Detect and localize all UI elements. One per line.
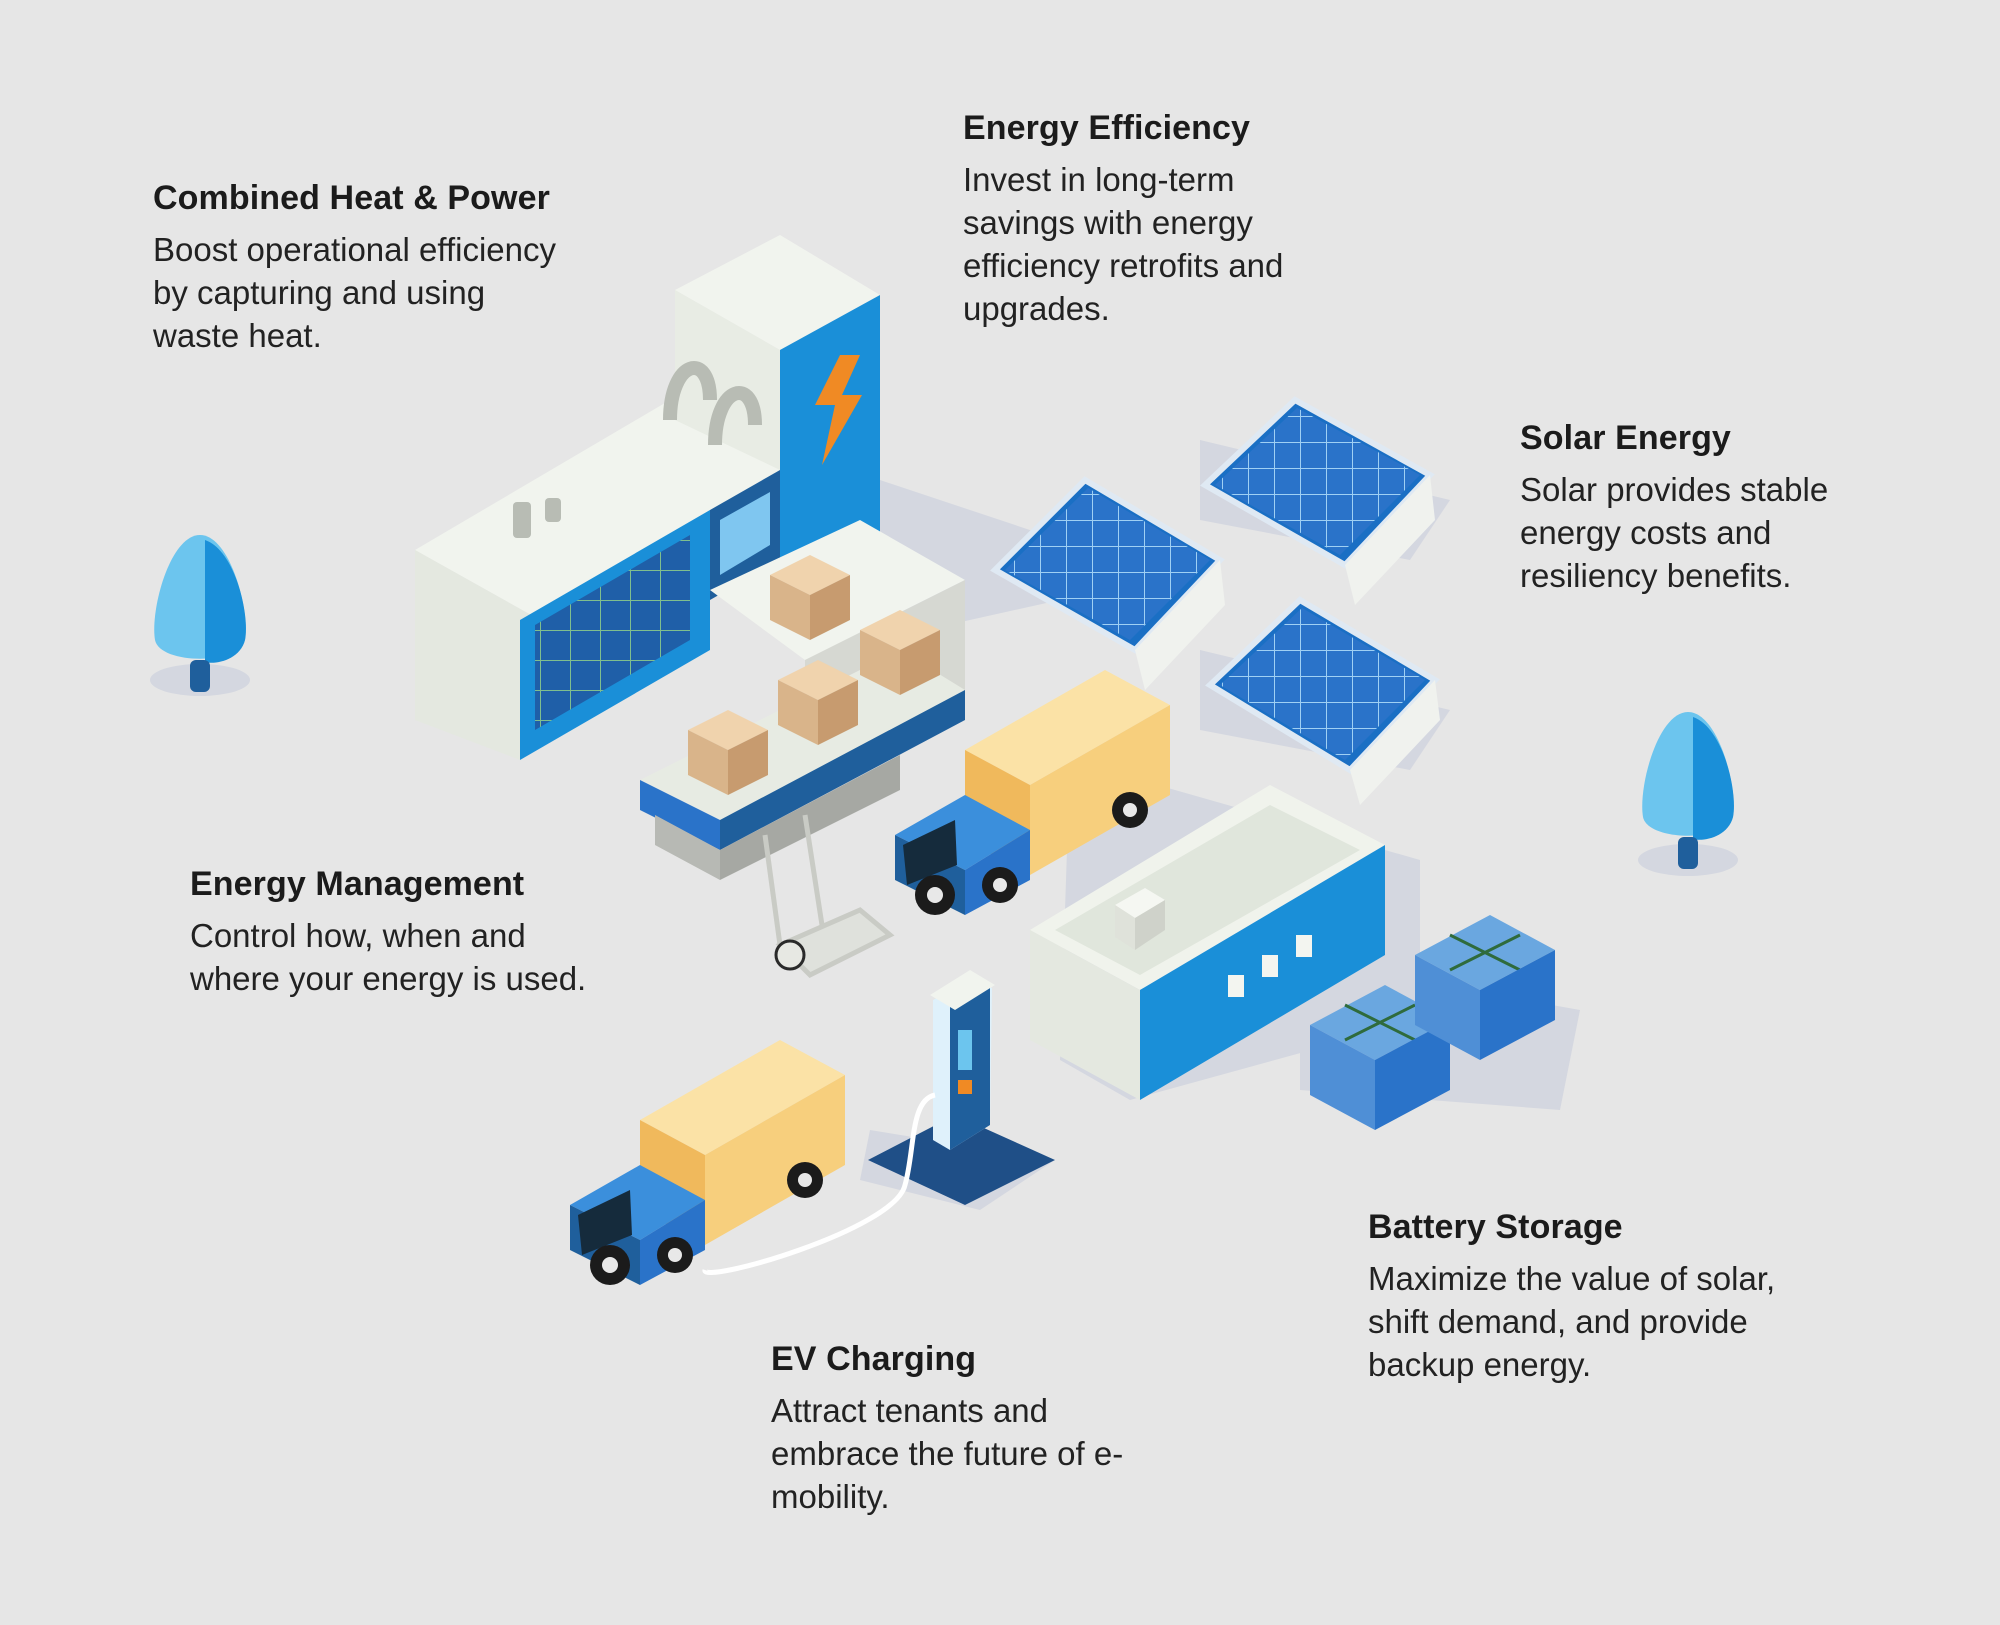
callout-title: Battery Storage [1368,1208,1623,1246]
callout-title: Combined Heat & Power [153,179,550,217]
callout-energy-management: Energy Management Control how, when and … [190,864,590,1000]
callout-description: Solar provides stable energy costs and r… [1520,471,1829,594]
callout-solar-energy: Solar Energy Solar provides stable energ… [1520,418,1900,597]
callout-combined-heat-power: Combined Heat & Power Boost operational … [153,178,573,357]
ev-charger [702,970,1055,1276]
tree [154,535,246,692]
callout-title: Energy Management [190,865,525,903]
callout-energy-efficiency: Energy Efficiency Invest in long-term sa… [963,108,1343,330]
box [770,555,850,640]
callout-title: Energy Efficiency [963,109,1251,147]
callout-title: EV Charging [771,1340,977,1378]
delivery-truck [895,670,1170,915]
callout-title: Solar Energy [1520,419,1731,457]
charging-cable [702,1092,936,1276]
battery-cube [1415,915,1555,1060]
callout-description: Boost operational efficiency by capturin… [153,231,556,354]
tree [1642,712,1734,869]
box [860,610,940,695]
box [688,710,768,795]
solar-panel [990,476,1225,690]
ev-delivery-truck [570,1040,845,1285]
callout-ev-charging: EV Charging Attract tenants and embrace … [771,1339,1151,1518]
callout-battery-storage: Battery Storage Maximize the value of so… [1368,1207,1788,1386]
heat-pipe [663,361,717,421]
box [778,660,858,745]
lightning-bolt-icon [815,355,862,465]
battery-storage-building [1030,785,1385,1100]
heat-pipe [708,386,762,446]
solar-panel [1205,596,1440,805]
solar-panel-array [990,396,1440,805]
chp-building [415,235,880,760]
callout-description: Invest in long-term savings with energy … [963,161,1284,327]
exhaust-cylinder [545,498,561,522]
callout-description: Maximize the value of solar, shift deman… [1368,1260,1776,1383]
callout-description: Attract tenants and embrace the future o… [771,1392,1124,1515]
hand-truck [762,814,895,979]
callout-description: Control how, when and where your energy … [190,917,587,997]
cardboard-boxes [688,555,940,795]
exhaust-cylinder [513,502,531,538]
solar-panel [1199,396,1435,605]
